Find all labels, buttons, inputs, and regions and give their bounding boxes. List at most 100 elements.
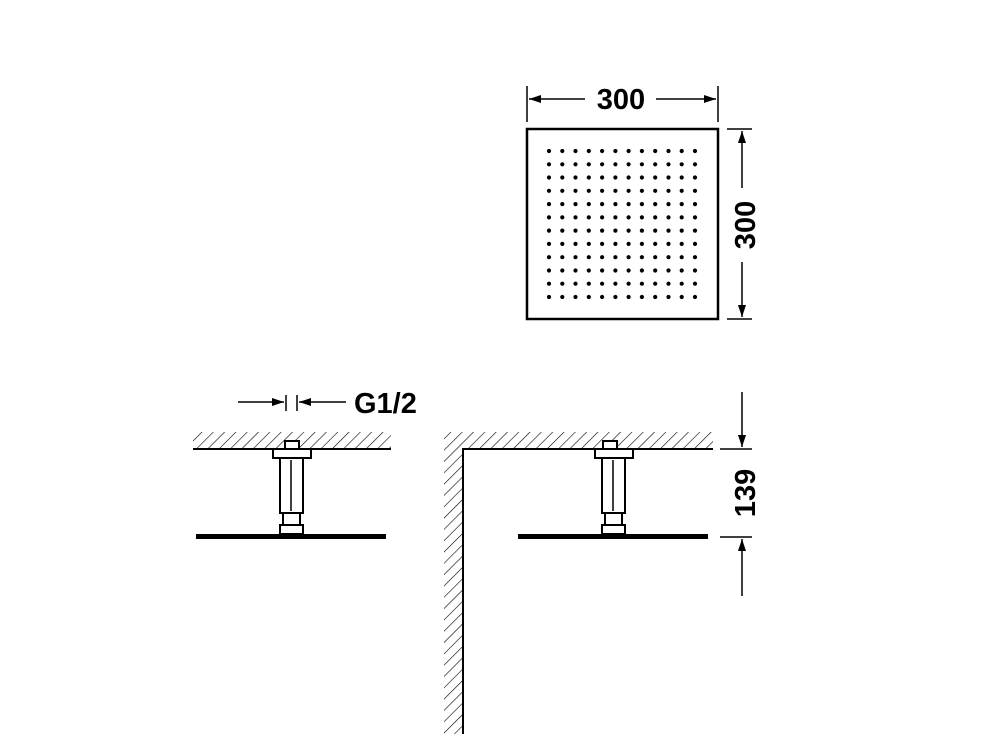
nozzle-dot [573,162,578,167]
nozzle-dot [626,162,631,167]
nozzle-dot [600,215,605,220]
nozzle-dot [666,202,671,207]
shower-plate-profile-side [518,534,708,539]
nozzle-dot [653,188,658,193]
nozzle-dot [692,162,698,167]
nozzle-dot [546,281,552,286]
nozzle-dot [613,188,618,193]
nozzle-dot [692,215,698,220]
nozzle-dot [666,188,671,193]
nozzle-dot [613,202,618,207]
nozzle-dot [639,255,645,260]
nozzle-dot [679,188,684,193]
nozzle-dot [586,188,591,193]
nozzle-dot [560,175,565,180]
nozzle-dot [546,294,552,300]
nozzle-dot [560,188,565,193]
nozzle-dot [639,175,645,180]
drop-label: 139 [730,469,762,517]
nozzle-dot [679,255,684,260]
nozzle-dot [600,148,605,154]
width-label: 300 [597,84,645,116]
wall-flange-side [594,448,634,459]
nozzle-dot [586,162,591,167]
nozzle-dot [573,202,578,207]
front-view: G1/2 [193,388,417,539]
nozzle-dot [600,294,605,300]
nozzle-dot [653,175,658,180]
nozzle-dot [692,202,698,207]
nozzle-dot [639,268,645,273]
nozzle-dot [613,281,618,286]
nozzle-dot [639,162,645,167]
nozzle-dot [560,228,565,233]
nozzle-dot [586,202,591,207]
nozzle-dot [639,241,645,246]
nozzle-dot [626,255,631,260]
nozzle-dot [613,241,618,246]
nozzle-dot [653,148,658,154]
nozzle-dot [666,241,671,246]
nozzle-dot [560,202,565,207]
nozzle-dot [692,188,698,193]
nozzle-dot [573,268,578,273]
nozzle-dot [586,175,591,180]
flange-cap [284,440,300,450]
nozzle-dot [586,241,591,246]
nozzle-dot [679,228,684,233]
nozzle-dot [653,202,658,207]
nozzle-dot [692,241,698,246]
arm-nut [282,512,301,526]
nozzle-dot [600,281,605,286]
nozzle-dot [586,268,591,273]
nozzle-dot [626,281,631,286]
nozzle-dot [626,175,631,180]
arm-nut-side [604,512,623,526]
nozzle-dot [560,162,565,167]
nozzle-dot [626,268,631,273]
nozzle-dot [679,215,684,220]
thread-dimension: G1/2 [238,388,417,420]
wall-flange [272,448,312,459]
nozzle-dot [653,268,658,273]
nozzle-dot [573,241,578,246]
nozzle-dot [692,148,698,154]
nozzle-dot [560,148,565,154]
nozzle-dot [666,268,671,273]
nozzle-dot [653,241,658,246]
nozzle-dot [692,268,698,273]
nozzle-dot [546,268,552,273]
nozzle-dot [653,228,658,233]
nozzle-dot [666,148,671,154]
nozzle-dot [600,255,605,260]
nozzle-dot [666,294,671,300]
nozzle-dot [692,228,698,233]
nozzle-dot [586,148,591,154]
nozzle-dot [639,281,645,286]
arm-assembly [196,440,386,539]
nozzle-dot [679,202,684,207]
width-dimension: 300 [526,84,719,122]
nozzle-dot [639,215,645,220]
nozzle-dot [573,188,578,193]
height-dimension: 300 [727,128,762,320]
nozzle-dot [546,202,552,207]
nozzle-dot [679,294,684,300]
nozzle-dot [600,175,605,180]
nozzle-dot [600,202,605,207]
nozzle-dot [560,215,565,220]
nozzle-dot [586,255,591,260]
nozzle-dot [653,215,658,220]
drop-dimension: 139 [720,392,762,596]
nozzle-dot [679,148,684,154]
side-view: 139 [444,392,762,734]
nozzle-dot [692,175,698,180]
nozzle-dot [666,162,671,167]
nozzle-dot [573,175,578,180]
nozzle-dot [679,175,684,180]
nozzle-dot [600,188,605,193]
nozzle-dot [666,281,671,286]
nozzle-dot [613,268,618,273]
nozzle-dot [573,215,578,220]
nozzle-dot [653,281,658,286]
